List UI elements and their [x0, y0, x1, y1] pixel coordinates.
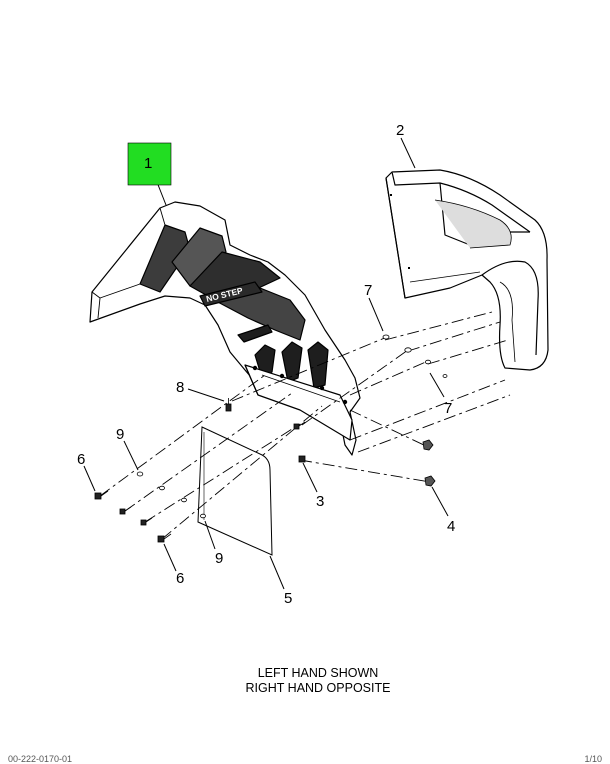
caption-line-2: RIGHT HAND OPPOSITE: [245, 681, 391, 695]
callouts: 1 2 7 7 8 9 6 3 4 9 6 5: [77, 122, 455, 607]
callout-9-lower: 9: [215, 550, 223, 567]
footer-drawing-number: 00-222-0170-01: [8, 754, 73, 764]
callout-1-highlight: [127, 142, 172, 186]
callout-7-lower: 7: [444, 400, 452, 417]
washer-9-upper: [136, 471, 144, 477]
callout-8: 8: [176, 379, 184, 396]
pin-7-upper: [382, 334, 390, 340]
part-5-mud-flap: [197, 426, 273, 556]
washer-9-lower: [200, 513, 206, 519]
nut-4: [424, 475, 436, 487]
callout-1: 1: [144, 155, 152, 172]
callout-6-upper: 6: [77, 451, 85, 468]
nut-3: [298, 455, 306, 463]
footer-page-number: 1/10: [584, 754, 602, 764]
part-2-extension-panel: [385, 169, 549, 371]
callout-5: 5: [284, 590, 292, 607]
callout-6-lower: 6: [176, 570, 184, 587]
screw-6-lower: [157, 533, 172, 543]
callout-9-upper: 9: [116, 426, 124, 443]
callout-2: 2: [396, 122, 404, 139]
part-1-fender: NO STEP: [89, 201, 361, 456]
fasteners: [94, 334, 448, 543]
screw-6-upper: [94, 490, 109, 500]
callout-3: 3: [316, 493, 324, 510]
callout-4: 4: [447, 518, 455, 535]
alignment-lines: [99, 311, 511, 540]
callout-7-upper: 7: [364, 282, 372, 299]
pin-7-lower: [424, 359, 431, 365]
caption-line-1: LEFT HAND SHOWN: [257, 666, 379, 680]
screw-8: [225, 398, 232, 412]
leader-lines: [83, 137, 449, 590]
